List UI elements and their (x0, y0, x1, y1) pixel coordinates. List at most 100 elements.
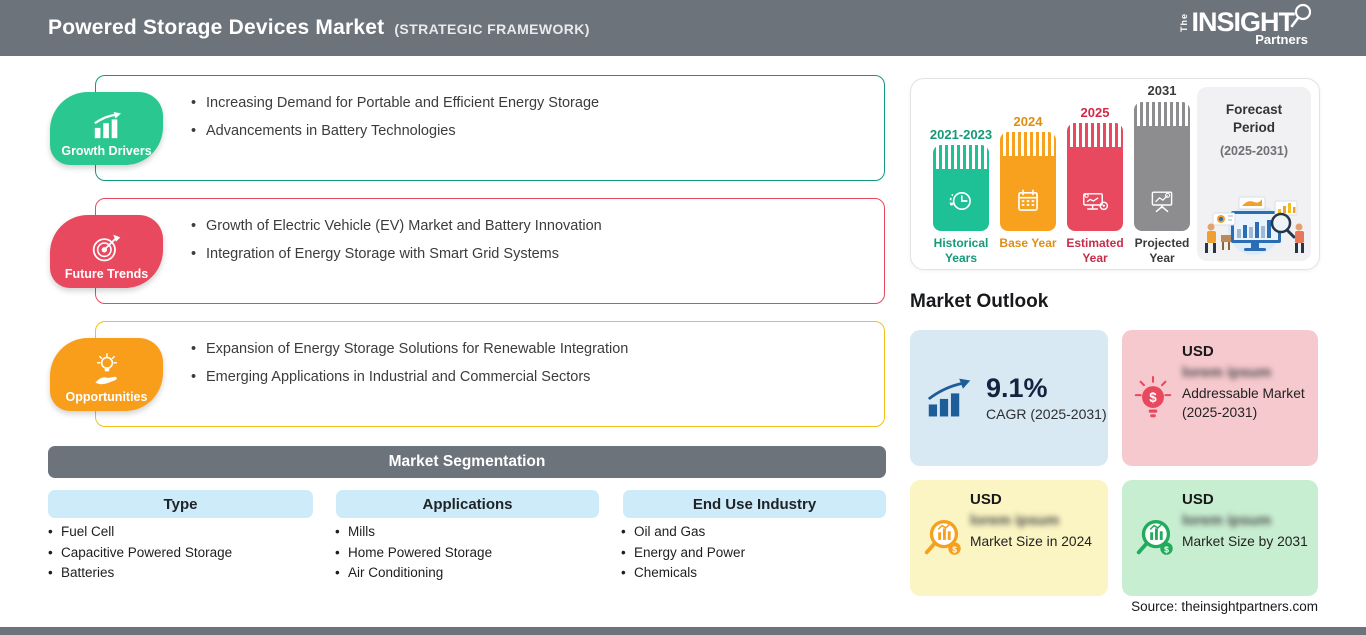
magnifier-chart-green-icon: $ (1136, 520, 1173, 555)
bar-stripes (1067, 123, 1123, 147)
currency-label: USD (1182, 343, 1214, 360)
bulb-dollar-icon: $ (1134, 375, 1172, 418)
source-attribution: Source: theinsightpartners.com (1131, 599, 1318, 614)
list-item: Expansion of Energy Storage Solutions fo… (191, 339, 884, 360)
insight-partners-logo: The INSIGHT Partners (1179, 3, 1314, 47)
list-item: Advancements in Battery Technologies (191, 121, 884, 142)
magnifier-icon (1290, 3, 1312, 28)
list-item: Emerging Applications in Industrial and … (191, 367, 884, 388)
opportunities-badge: Opportunities (50, 338, 163, 411)
currency-label: USD (970, 491, 1002, 508)
market-outlook-heading: Market Outlook (910, 291, 1049, 312)
future-trends-label: Future Trends (64, 267, 149, 281)
list-item: Growth of Electric Vehicle (EV) Market a… (191, 216, 884, 237)
page-subtitle: (STRATEGIC FRAMEWORK) (394, 21, 590, 37)
cagr-value: 9.1% (986, 372, 1048, 403)
forecast-period-range: (2025-2031) (1219, 144, 1289, 159)
card-label: Market Size in 2024 (970, 534, 1092, 549)
list-item: Mills (335, 522, 492, 543)
market-size-2031-card: $ USD lorem ipsum Market Size by 2031 (1122, 480, 1318, 596)
growth-drivers-section: Increasing Demand for Portable and Effic… (95, 75, 885, 181)
growth-drivers-badge: Growth Drivers (50, 92, 163, 165)
blurred-value: lorem ipsum (1182, 364, 1272, 381)
header-title-wrap: Powered Storage Devices Market (STRATEGI… (48, 16, 590, 40)
growth-drivers-label: Growth Drivers (61, 144, 152, 158)
projected-year-label: Projected Year (1134, 236, 1190, 265)
logo-suffix: Partners (1255, 32, 1308, 47)
list-item: Oil and Gas (621, 522, 745, 543)
forecast-period-title: Forecast Period (1225, 102, 1283, 135)
historical-years-value: 2021-2023 (929, 127, 993, 142)
type-items: Fuel Cell Capacitive Powered Storage Bat… (48, 522, 232, 584)
card-label: Addressable Market (2025-2031) (1182, 386, 1305, 420)
blurred-value: lorem ipsum (1182, 512, 1272, 529)
projected-year-bar (1134, 102, 1190, 231)
list-item: Increasing Demand for Portable and Effic… (191, 93, 884, 114)
future-trends-list: Growth of Electric Vehicle (EV) Market a… (96, 199, 884, 265)
clock-history-icon (949, 191, 971, 211)
segment-column-applications: Applications (336, 490, 599, 518)
svg-text:$: $ (1149, 390, 1157, 405)
list-item: Home Powered Storage (335, 543, 492, 564)
historical-years-bar (933, 145, 989, 231)
opportunities-section: Expansion of Energy Storage Solutions fo… (95, 321, 885, 427)
logo-name: INSIGHT (1191, 7, 1295, 37)
future-trends-badge: Future Trends (50, 215, 163, 288)
blurred-value: lorem ipsum (970, 512, 1060, 529)
list-item: Batteries (48, 563, 232, 584)
cagr-card: 9.1% CAGR (2025-2031) (910, 330, 1108, 466)
magnifier-chart-orange-icon: $ (924, 520, 961, 555)
end-use-items: Oil and Gas Energy and Power Chemicals (621, 522, 745, 584)
cagr-label: CAGR (2025-2031) (986, 406, 1107, 423)
list-item: Energy and Power (621, 543, 745, 564)
bar-growth-icon (927, 378, 971, 417)
forecast-period-panel: Forecast Period (2025-2031) (1197, 87, 1311, 261)
list-item: Chemicals (621, 563, 745, 584)
applications-items: Mills Home Powered Storage Air Condition… (335, 522, 492, 584)
estimated-year-value: 2025 (1080, 105, 1110, 120)
card-label: Market Size by 2031 (1182, 534, 1308, 549)
market-size-2024-card: $ USD lorem ipsum Market Size in 2024 (910, 480, 1108, 596)
list-item: Air Conditioning (335, 563, 492, 584)
growth-drivers-list: Increasing Demand for Portable and Effic… (96, 76, 884, 142)
projected-year-value: 2031 (1147, 83, 1177, 98)
calendar-icon (1018, 189, 1038, 211)
segment-column-end-use: End Use Industry (623, 490, 886, 518)
svg-text:$: $ (952, 544, 957, 554)
future-trends-section: Growth of Electric Vehicle (EV) Market a… (95, 198, 885, 304)
market-segmentation-header: Market Segmentation (48, 446, 886, 478)
base-year-bar (1000, 132, 1056, 231)
segment-column-label: Applications (422, 495, 513, 513)
segment-column-type: Type (48, 490, 313, 518)
segment-column-label: End Use Industry (692, 495, 817, 513)
base-year-value: 2024 (1013, 114, 1043, 129)
logo-prefix: The (1179, 13, 1190, 33)
market-segmentation-title: Market Segmentation (388, 453, 546, 470)
timeline-panel: 2021-2023 2024 2025 2031 (910, 78, 1320, 270)
list-item: Integration of Energy Storage with Smart… (191, 244, 884, 265)
bar-stripes (933, 145, 989, 169)
monitor-gear-icon (1083, 193, 1109, 211)
base-year-label: Base Year (999, 236, 1057, 250)
growth-chart-icon (93, 111, 121, 139)
opportunities-list: Expansion of Energy Storage Solutions fo… (96, 322, 884, 388)
historical-years-label: Historical Years (933, 236, 989, 265)
page-title: Powered Storage Devices Market (48, 16, 385, 39)
target-dart-icon (92, 234, 120, 262)
list-item: Capacitive Powered Storage (48, 543, 232, 564)
estimated-year-label: Estimated Year (1066, 236, 1124, 265)
analysts-illustration (1205, 196, 1304, 255)
bottom-divider-bar (0, 627, 1366, 635)
segment-column-label: Type (163, 495, 198, 513)
bulb-hand-icon (94, 353, 117, 385)
bar-stripes (1000, 132, 1056, 156)
estimated-year-bar (1067, 123, 1123, 231)
currency-label: USD (1182, 491, 1214, 508)
opportunities-label: Opportunities (65, 390, 148, 404)
header-bar: Powered Storage Devices Market (STRATEGI… (0, 0, 1366, 56)
bar-stripes (1134, 102, 1190, 126)
presentation-chart-icon (1151, 191, 1173, 213)
addressable-market-card: $ USD lorem ipsum Addressable Market (20… (1122, 330, 1318, 466)
svg-text:$: $ (1164, 544, 1169, 554)
